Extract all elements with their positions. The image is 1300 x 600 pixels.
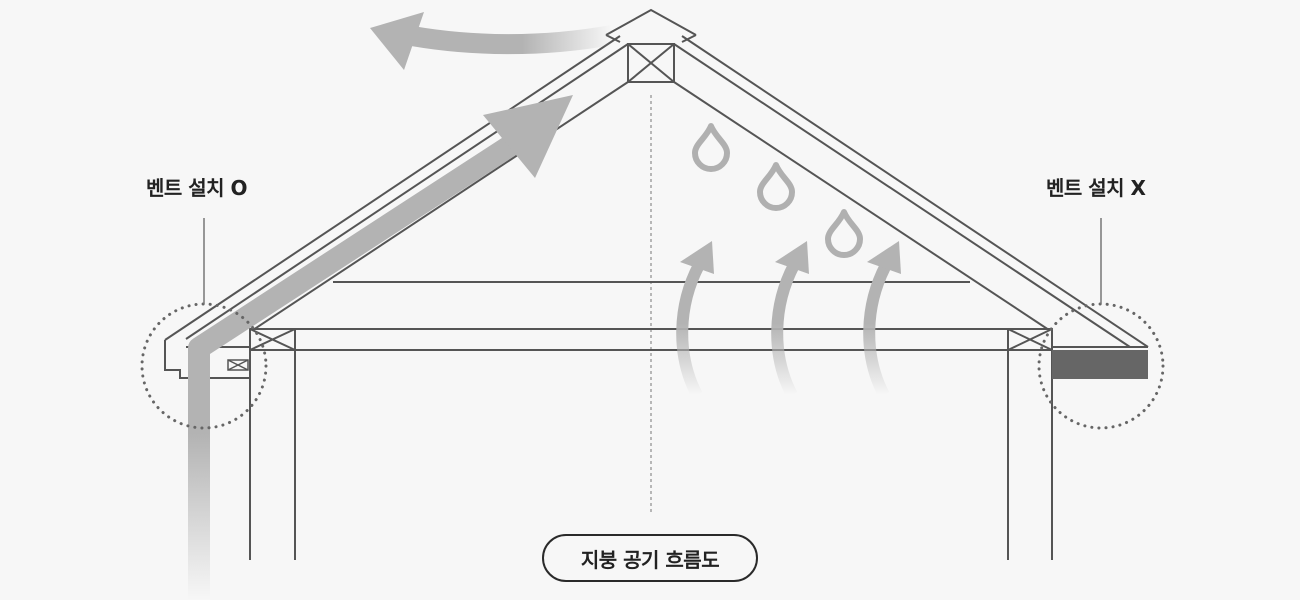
right-top-plate [1007,328,1053,351]
ceiling-joist [250,328,1052,351]
airflow-arrow-icon [771,241,809,398]
soffit-vent [227,359,249,371]
right-roof [673,35,1149,348]
ridge-cap-right [681,34,697,43]
diagram-caption: 지붕 공기 흐름도 [542,534,758,582]
airflow-arrow-icon [863,241,901,398]
vent-installed-label: 벤트 설치 O [146,176,248,200]
left-top-plate [249,328,296,351]
ridge-cap [605,8,697,36]
ridge-beam [627,43,675,83]
airflow-arrow-icon [370,12,614,70]
airflow-arrow-icon [676,241,714,398]
water-drop-icon [757,162,795,211]
blocked-eave [1052,350,1148,379]
airflow-arrow-icon [188,95,573,600]
vent-not-installed-label: 벤트 설치 X [1046,176,1146,200]
water-drop-icon [692,123,730,172]
left-roof [164,35,629,379]
water-drop-icon [825,209,863,258]
